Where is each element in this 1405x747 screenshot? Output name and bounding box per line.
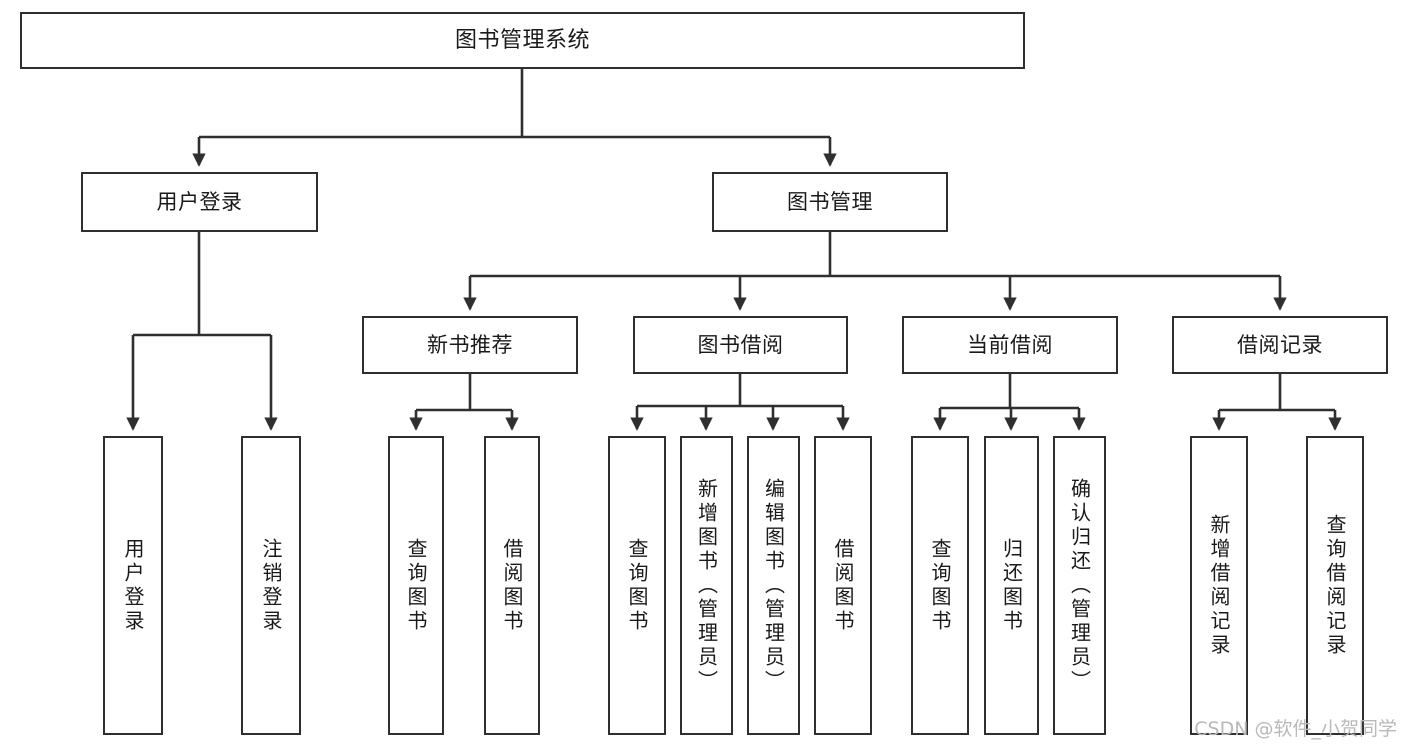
node-book-management-system[interactable]: 图书管理系统 xyxy=(20,12,1025,69)
node-label: 编辑图书（管理员） xyxy=(761,477,786,694)
node-label: 当前借阅 xyxy=(967,332,1053,357)
node-current-borrow[interactable]: 当前借阅 xyxy=(902,316,1118,374)
node-label: 注销登录 xyxy=(259,537,283,634)
leaf-user-logout[interactable]: 注销登录 xyxy=(241,436,301,735)
node-label: 用户登录 xyxy=(121,537,145,634)
leaf-query-book-new-rec[interactable]: 查询图书 xyxy=(388,436,444,735)
node-label: 查询图书 xyxy=(928,537,952,634)
node-label: 查询借阅记录 xyxy=(1323,513,1347,658)
node-borrow-record[interactable]: 借阅记录 xyxy=(1172,316,1388,374)
leaf-borrow-book-new-rec[interactable]: 借阅图书 xyxy=(484,436,540,735)
leaf-query-borrow-record[interactable]: 查询借阅记录 xyxy=(1306,436,1364,735)
node-label: 查询图书 xyxy=(404,537,428,634)
leaf-query-book-borrow[interactable]: 查询图书 xyxy=(608,436,666,735)
csdn-watermark: CSDN @软件_小贺同学 xyxy=(1194,718,1397,740)
node-book-management[interactable]: 图书管理 xyxy=(712,172,948,232)
node-label: 新增图书（管理员） xyxy=(694,477,719,694)
node-label: 图书管理 xyxy=(787,189,873,214)
node-label: 图书借阅 xyxy=(697,332,784,357)
node-user-login[interactable]: 用户登录 xyxy=(81,172,318,232)
node-label: 用户登录 xyxy=(156,189,243,214)
leaf-edit-book-admin[interactable]: 编辑图书（管理员） xyxy=(747,436,800,735)
leaf-add-book-admin[interactable]: 新增图书（管理员） xyxy=(680,436,733,735)
node-book-borrow[interactable]: 图书借阅 xyxy=(633,316,848,374)
node-label: 借阅记录 xyxy=(1237,332,1323,357)
node-label: 归还图书 xyxy=(999,537,1024,634)
leaf-user-login[interactable]: 用户登录 xyxy=(103,436,163,735)
node-label: 新书推荐 xyxy=(427,332,513,357)
node-label: 新增借阅记录 xyxy=(1207,513,1231,658)
leaf-query-book-current[interactable]: 查询图书 xyxy=(911,436,969,735)
node-label: 借阅图书 xyxy=(831,537,855,634)
node-label: 确认归还（管理员） xyxy=(1067,477,1092,694)
leaf-return-book[interactable]: 归还图书 xyxy=(984,436,1039,735)
node-new-book-recommendation[interactable]: 新书推荐 xyxy=(362,316,578,374)
leaf-borrow-book-borrow[interactable]: 借阅图书 xyxy=(814,436,872,735)
node-label: 借阅图书 xyxy=(500,537,524,634)
node-label: 查询图书 xyxy=(625,537,649,634)
leaf-confirm-return-admin[interactable]: 确认归还（管理员） xyxy=(1053,436,1106,735)
node-label: 图书管理系统 xyxy=(454,27,590,53)
leaf-add-borrow-record[interactable]: 新增借阅记录 xyxy=(1190,436,1248,735)
